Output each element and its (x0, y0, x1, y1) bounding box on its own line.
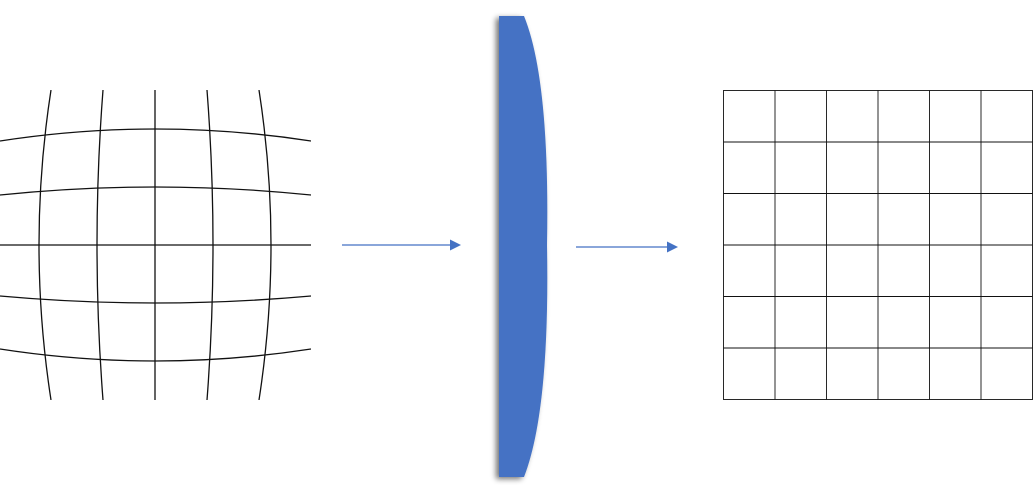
distorted-horizontal-line (0, 128, 311, 142)
distorted-horizontal-line (0, 348, 311, 362)
lens (499, 16, 548, 477)
arrow-out-head (667, 241, 678, 253)
distorted-grid (0, 90, 311, 400)
distorted-horizontal-line (0, 295, 311, 304)
arrow-out (576, 241, 678, 253)
corrected-grid (723, 90, 1033, 400)
arrow-in (342, 239, 461, 251)
distorted-horizontal-line (0, 186, 311, 196)
arrow-in-head (450, 239, 461, 251)
